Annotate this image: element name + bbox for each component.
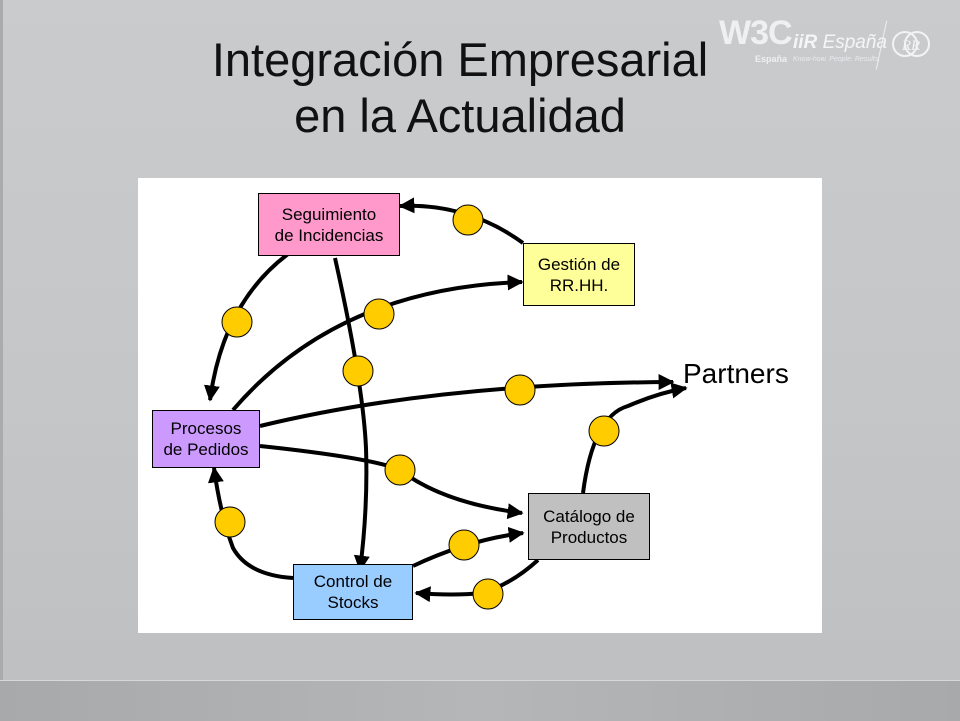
diagram-connections [203,197,688,610]
title-line-2: en la Actualidad [294,89,626,142]
slide-left-edge [0,0,3,720]
connector-procesos-catalogo [384,454,416,486]
node-control-stocks: Control de Stocks [293,564,413,620]
node-gestion-label: Gestión de RR.HH. [537,254,621,295]
node-seguimiento-incidencias: Seguimiento de Incidencias [258,193,400,256]
title-line-1: Integración Empresarial [211,33,709,86]
node-catalogo-label: Catálogo de Productos [543,506,635,547]
connector-control-procesos [214,506,246,538]
connector-procesos-gestion [363,298,395,330]
node-seguimiento-label: Seguimiento de Incidencias [274,204,384,245]
slide-title: Integración Empresarial en la Actualidad [160,32,760,144]
slide-footer-band [0,680,960,721]
integration-diagram: Seguimiento de Incidencias Gestión de RR… [138,178,822,633]
iir-tagline: Know-how. People. Results. [793,56,881,63]
edge-control-to-procesos [207,466,294,580]
iir-logo-mark: iiR [793,32,818,53]
connector-gestion-seguimiento [452,204,484,236]
edge-seguimiento-to-control [333,257,370,572]
connector-nodes [214,204,620,610]
iir-logo: iiR España [793,32,887,54]
connector-control-catalogo [448,529,480,561]
connector-seguimiento-procesos [221,306,253,338]
connector-catalogo-control [472,578,504,610]
connector-seguimiento-control [342,355,374,387]
iir-logo-suffix: España [822,32,888,53]
connector-procesos-partners [504,374,536,406]
partners-label: Partners [683,358,789,389]
monogram-seal-icon: RR [892,31,930,57]
sponsor-logos: W3C España iiR España Know-how. People. … [715,14,945,76]
connector-catalogo-partners [588,415,620,447]
node-procesos-pedidos: Procesos de Pedidos [152,410,260,468]
node-catalogo-productos: Catálogo de Productos [528,493,650,560]
edge-procesos-to-gestion [231,274,524,412]
edge-catalogo-to-partners [581,382,688,494]
w3c-logo: W3C [719,14,793,52]
node-procesos-label: Procesos de Pedidos [163,419,249,459]
node-gestion-rrhh: Gestión de RR.HH. [523,243,635,306]
edge-procesos-to-partners [259,374,675,428]
seal-monogram: RR [901,38,920,54]
w3c-logo-subtitle: España [755,54,788,64]
node-control-label: Control de Stocks [313,572,393,612]
